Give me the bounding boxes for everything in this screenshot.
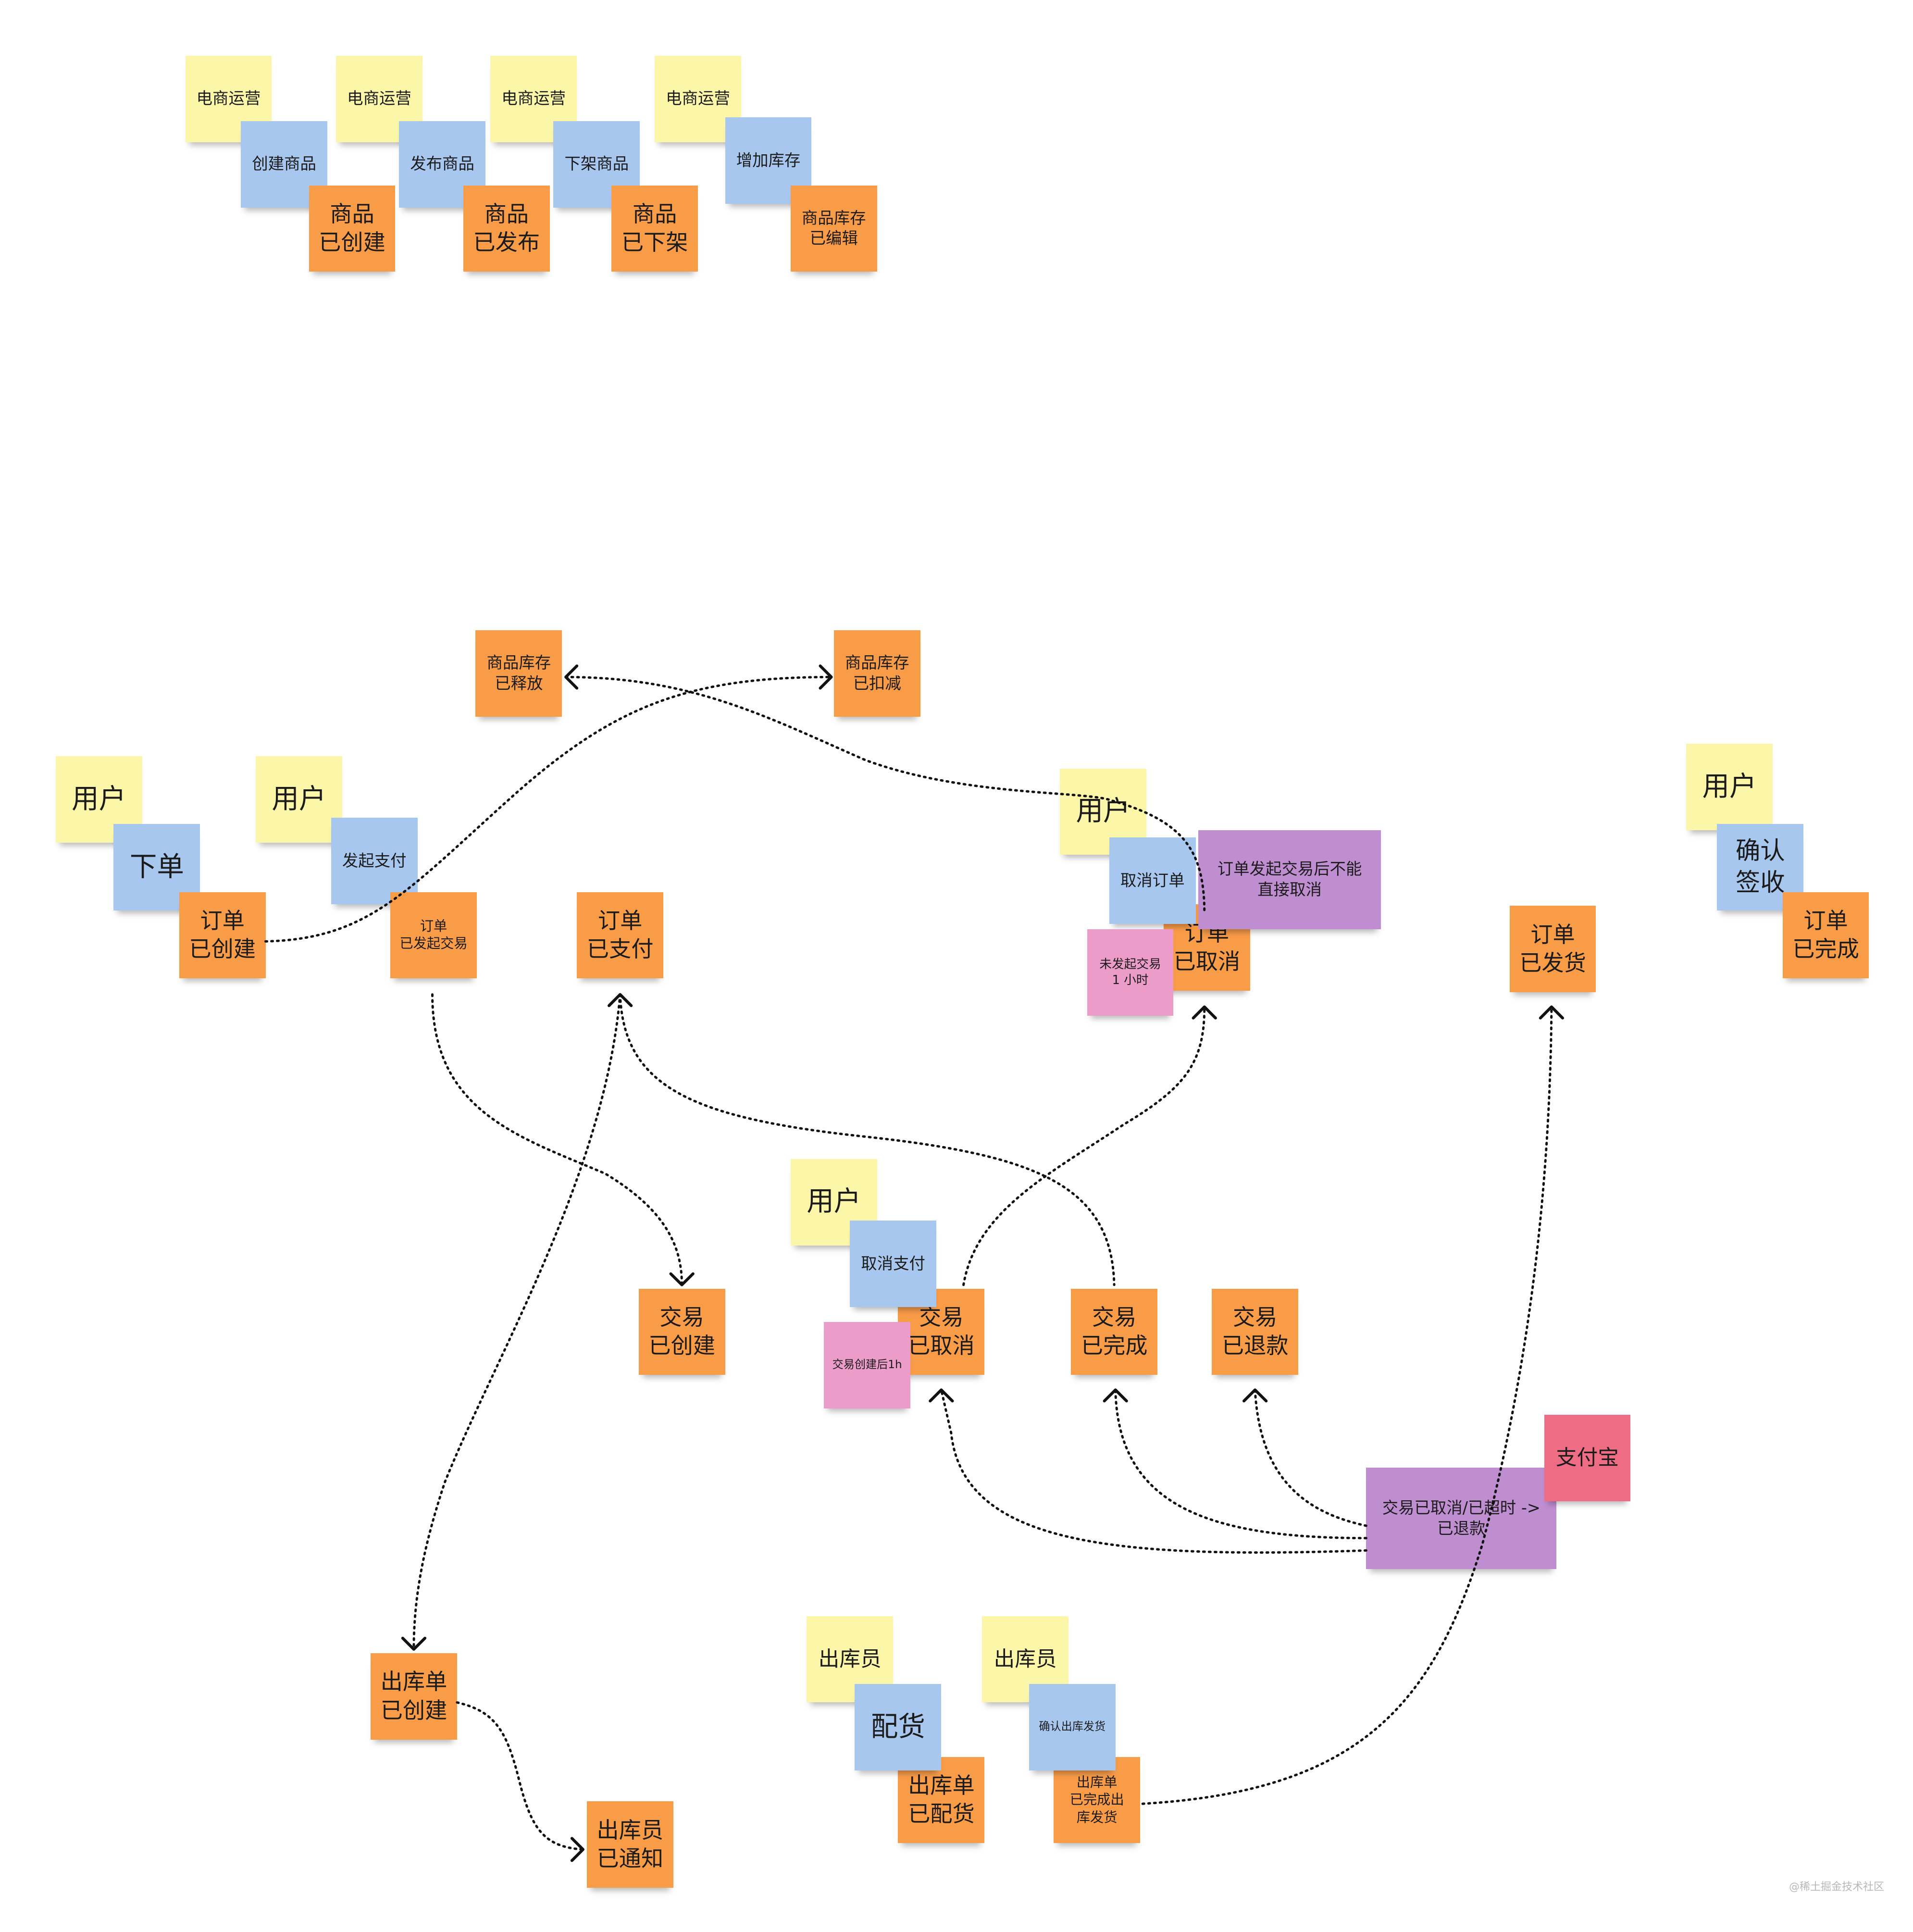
sticky-note[interactable]: 商品 已下架 (611, 185, 698, 272)
arrow-head (401, 1636, 427, 1651)
sticky-note[interactable]: 取消支付 (850, 1221, 937, 1308)
arrow-head (570, 1837, 584, 1862)
sticky-note[interactable]: 订单 已支付 (577, 892, 664, 979)
arrow-shipment-created (412, 993, 621, 1651)
sticky-note[interactable]: 订单 已发货 (1509, 905, 1596, 992)
arrow-head (1103, 1388, 1128, 1403)
arrow-head (608, 993, 633, 1007)
arrow-trade-created (431, 993, 683, 1286)
sticky-note[interactable]: 交易已取消/已超时 -> 已退款 (1366, 1468, 1557, 1569)
arrow-head (1539, 1005, 1564, 1020)
arrow-notify-clerk (456, 1701, 584, 1851)
sticky-note[interactable]: 出库单 已完成出 库发货 (1054, 1757, 1141, 1844)
sticky-note[interactable]: 商品 已发布 (463, 185, 550, 272)
sticky-note[interactable]: 商品 已创建 (309, 185, 396, 272)
arrow-alipay-to-trade-cancelled (940, 1388, 1367, 1554)
arrow-head (669, 1272, 695, 1286)
sticky-note[interactable]: 出库单 已配货 (898, 1757, 985, 1844)
sticky-note[interactable]: 配货 (855, 1683, 942, 1770)
sticky-note[interactable]: 商品库存 已扣减 (833, 630, 920, 717)
sticky-note[interactable]: 订单发起交易后不能 直接取消 (1198, 830, 1381, 929)
sticky-note[interactable]: 订单 已创建 (179, 892, 266, 979)
sticky-note[interactable]: 出库单 已创建 (371, 1653, 457, 1740)
arrow-head (819, 664, 833, 690)
arrow-alipay-to-trade-refunded (1254, 1388, 1367, 1527)
arrow-head (1192, 1005, 1217, 1020)
sticky-note[interactable]: 未发起交易 1 小时 (1087, 929, 1174, 1016)
sticky-note[interactable]: 电商运营 (185, 55, 272, 142)
sticky-note[interactable]: 订单 已完成 (1782, 892, 1869, 979)
arrow-trade-cancel-to-order-cancel (962, 1006, 1206, 1286)
sticky-note[interactable]: 取消订单 (1109, 837, 1196, 924)
sticky-note[interactable]: 发布商品 (399, 121, 485, 208)
sticky-note[interactable]: 用户 (1686, 744, 1773, 831)
sticky-note[interactable]: 交易 已完成 (1071, 1288, 1158, 1375)
sticky-note[interactable]: 订单 已发起交易 (390, 892, 477, 979)
sticky-note[interactable]: 商品库存 已释放 (475, 630, 562, 717)
sticky-note[interactable]: 交易 已退款 (1212, 1288, 1299, 1375)
sticky-note[interactable]: 出库员 已通知 (586, 1801, 673, 1888)
sticky-note[interactable]: 交易 已创建 (638, 1288, 725, 1375)
sticky-note[interactable]: 交易创建后1h (824, 1321, 911, 1408)
watermark-text: @稀土掘金技术社区 (1789, 1881, 1884, 1893)
arrow-shipped-to-order-shipped (1141, 1006, 1553, 1805)
arrow-head (564, 664, 579, 690)
sticky-note[interactable]: 确认出库发货 (1029, 1683, 1116, 1770)
sticky-note[interactable]: 商品库存 已编辑 (790, 185, 877, 272)
arrow-head (1242, 1388, 1268, 1403)
sticky-note[interactable]: 发起支付 (331, 818, 418, 905)
sticky-note[interactable]: 支付宝 (1544, 1414, 1631, 1501)
sticky-note[interactable]: 用户 (255, 756, 342, 843)
arrow-head (929, 1388, 954, 1403)
arrow-alipay-to-trade-complete (1114, 1388, 1367, 1540)
